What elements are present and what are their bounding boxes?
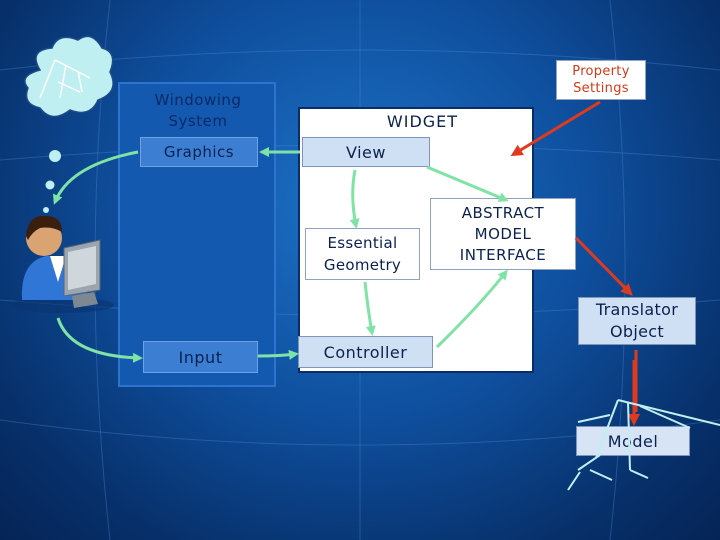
controller-label: Controller [323, 342, 408, 362]
windowing-system-label: Windowing System [154, 91, 242, 130]
widget-label: WIDGET [386, 112, 459, 131]
red-arrows [510, 100, 640, 426]
tree-structure-icon [567, 399, 720, 491]
essential-geometry-box: Essential Geometry [305, 228, 420, 280]
input-label: Input [178, 347, 223, 367]
graphics-to-user-arrow [53, 150, 139, 205]
abstract-model-interface-label: ABSTRACT MODEL INTERFACE [459, 203, 547, 264]
input-to-controller-arrow [257, 349, 299, 360]
view-to-geometry-arrow [349, 169, 360, 229]
user-at-computer-icon [10, 215, 114, 313]
windowing-system-panel [118, 82, 276, 387]
translator-object-label: Translator Object [595, 300, 679, 341]
user-to-input-arrow [56, 317, 143, 363]
thought-cloud-icon [24, 35, 114, 213]
view-box: View [302, 137, 430, 167]
abstract-model-interface-box: ABSTRACT MODEL INTERFACE [430, 198, 576, 270]
graphics-label: Graphics [163, 143, 235, 161]
input-box: Input [143, 341, 258, 373]
view-to-model-interface-arrow [426, 165, 509, 202]
graphics-box: Graphics [140, 137, 258, 167]
model-box: Model [576, 426, 690, 456]
green-arrows [53, 147, 509, 363]
model-label: Model [607, 431, 659, 451]
geometry-to-controller-arrow [363, 281, 376, 336]
interface-to-translator-arrow [574, 236, 633, 296]
controller-box: Controller [298, 336, 433, 368]
translator-object-box: Translator Object [578, 297, 696, 345]
property-settings-arrow [510, 100, 601, 157]
essential-geometry-label: Essential Geometry [323, 234, 402, 274]
property-settings-label: Property Settings [572, 64, 630, 96]
view-label: View [346, 142, 386, 162]
controller-to-model-interface-arrow [435, 269, 508, 349]
property-settings-box: Property Settings [556, 60, 646, 100]
